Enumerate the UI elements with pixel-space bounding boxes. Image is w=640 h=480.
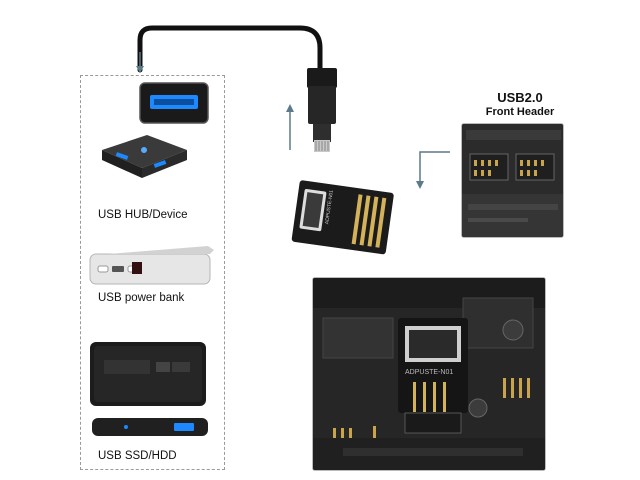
device-label: USB power bank [98,292,185,304]
arrow-down-icon [136,52,144,73]
adapter-board-text: ADPUSTE-N01 [324,189,335,224]
device-label: USB SSD/HDD [98,450,177,462]
front-header-title: USB2.0 Front Header [465,90,575,120]
adapter-board-icon: ADPUSTE-N01 [291,180,394,255]
ssd-enclosure-icon [90,342,208,436]
header-title: USB2.0 [497,90,543,105]
device-panel [80,75,225,470]
arrow-up-icon [286,104,294,150]
device-label: USB HUB/Device [98,209,188,221]
usb-cable [137,25,323,73]
usb-hub-icon [102,82,209,178]
motherboard-photo: ADPUSTE-N01 [312,277,546,471]
front-header-photo [461,123,564,238]
motherboard-adapter-text: ADPUSTE-N01 [405,369,453,376]
arrow-elbow-icon [416,151,450,189]
power-bank-icon [89,246,214,285]
usb-e-connector-icon [307,68,337,152]
motherboard-photo-icon: ADPUSTE-N01 [313,278,545,470]
header-subtitle: Front Header [485,106,555,118]
front-header-pins-icon [462,124,563,237]
